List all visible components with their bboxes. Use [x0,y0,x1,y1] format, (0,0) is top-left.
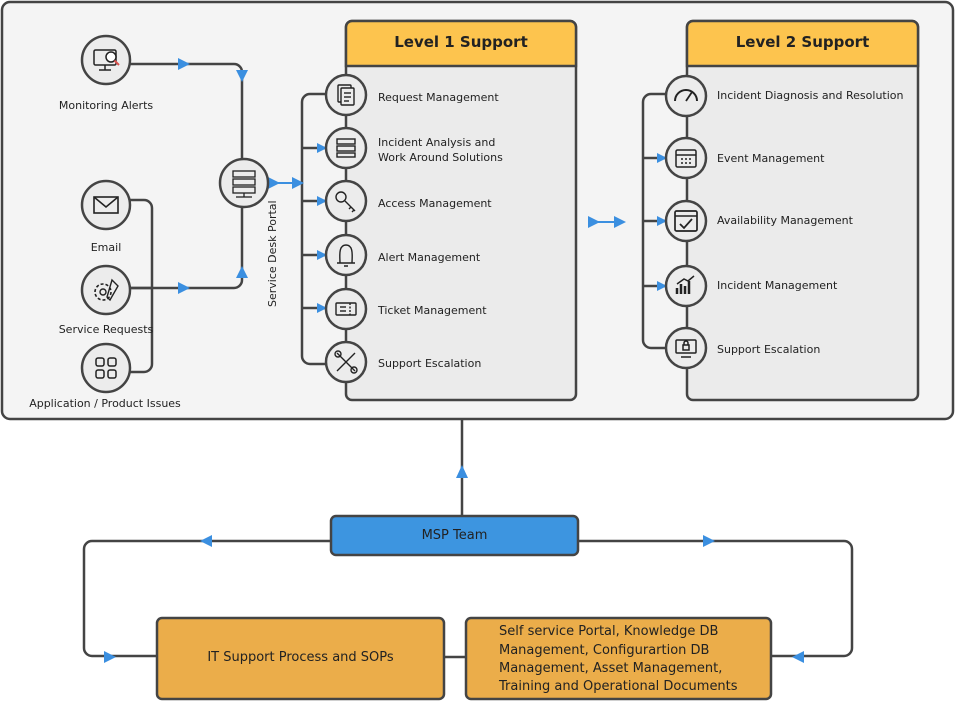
l1-access-management: Access Management [378,197,492,210]
service-desk-portal-label: Service Desk Portal [266,200,279,307]
l1-alert-management: Alert Management [378,251,481,264]
it-support-label: IT Support Process and SOPs [207,650,394,665]
service-desk-portal-icon [218,157,270,209]
l1-request-management: Request Management [378,91,499,104]
connector-lines [82,62,854,659]
key-icon [324,179,368,223]
msp-team-label: MSP Team [421,528,488,543]
self-service-box [464,616,773,701]
self-service-line1: Self service Portal, Knowledge DB [499,624,719,639]
it-support-box [155,616,446,701]
msp-team-box [329,514,580,557]
l2-incident-diagnosis: Incident Diagnosis and Resolution [717,89,904,102]
double-arrows [268,177,626,228]
l1-ticket-management: Ticket Management [378,304,487,317]
level2-title: Level 2 Support [735,33,870,51]
app-issues-icon [80,342,132,394]
incident-analysis-icon [324,126,368,170]
l1-incident-analysis-line1: Incident Analysis and [378,136,496,149]
email-label: Email [90,241,122,254]
l1-support-escalation: Support Escalation [378,357,482,370]
calendar-check-icon [664,199,708,243]
service-requests-icon [80,264,132,316]
l2-incident-management: Incident Management [717,279,838,292]
level1-panel [344,19,578,402]
monitor-lock-icon [664,326,708,370]
ticket-icon [324,287,368,331]
calendar-icon [664,136,708,180]
l2-event-management: Event Management [717,152,825,165]
monitoring-label: Monitoring Alerts [58,99,154,112]
service-requests-label: Service Requests [58,323,154,336]
level1-title: Level 1 Support [394,33,528,51]
l2-availability-management: Availability Management [717,214,853,227]
app-issues-label: Application / Product Issues [29,397,181,410]
self-service-line2: Management, Configurartion DB [499,643,710,658]
gauge-icon [664,74,708,118]
l2-support-escalation: Support Escalation [717,343,821,356]
self-service-line3: Management, Asset Management, [499,661,723,676]
arrow-heads [104,58,804,663]
l1-incident-analysis-line2: Work Around Solutions [378,151,503,164]
self-service-line4: Training and Operational Documents [499,679,738,694]
monitoring-icon [80,34,132,86]
bell-icon [324,233,368,277]
level2-panel [685,19,920,402]
email-icon [80,179,132,231]
